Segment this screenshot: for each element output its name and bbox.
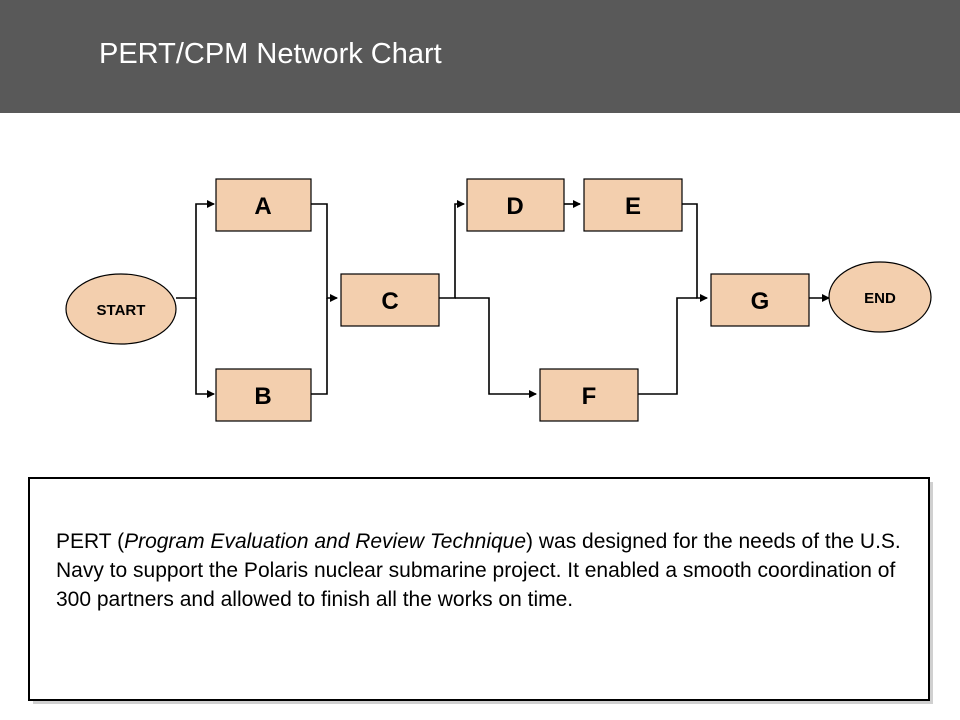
node-f-label: F <box>582 383 597 410</box>
node-b-label: B <box>254 383 271 410</box>
title-bar: PERT/CPM Network Chart <box>0 0 960 113</box>
description-box: PERT (Program Evaluation and Review Tech… <box>28 477 930 701</box>
edge-a-c <box>311 203 338 302</box>
description-term: Program Evaluation and Review Technique <box>124 530 527 553</box>
description-text: PERT (Program Evaluation and Review Tech… <box>56 527 916 614</box>
pert-network-diagram: START END A B C D E F <box>0 113 960 453</box>
node-d: D <box>466 178 565 232</box>
node-start: START <box>65 273 177 345</box>
node-a-label: A <box>254 193 271 220</box>
node-g-label: G <box>751 288 770 315</box>
node-e-label: E <box>625 193 641 220</box>
edge-c-d <box>439 200 465 299</box>
edge-c-f <box>455 297 537 398</box>
node-c-label: C <box>381 288 398 315</box>
edge-f-g <box>638 297 697 395</box>
node-start-label: START <box>97 302 146 319</box>
edge-start-b <box>195 298 215 398</box>
node-end-label: END <box>864 290 896 307</box>
node-end: END <box>828 261 932 333</box>
page-title: PERT/CPM Network Chart <box>99 38 442 70</box>
edge-start-a <box>176 200 215 299</box>
node-d-label: D <box>506 193 523 220</box>
node-a: A <box>215 178 312 232</box>
edge-b-c <box>311 298 328 395</box>
description-part1: PERT ( <box>56 530 125 553</box>
node-g: G <box>710 273 810 327</box>
node-b: B <box>215 368 312 422</box>
node-e: E <box>583 178 683 232</box>
edge-e-g <box>682 203 708 302</box>
description-part2: ) was designed for the needs of the U.S.… <box>56 530 901 611</box>
node-f: F <box>539 368 639 422</box>
node-c: C <box>340 273 440 327</box>
